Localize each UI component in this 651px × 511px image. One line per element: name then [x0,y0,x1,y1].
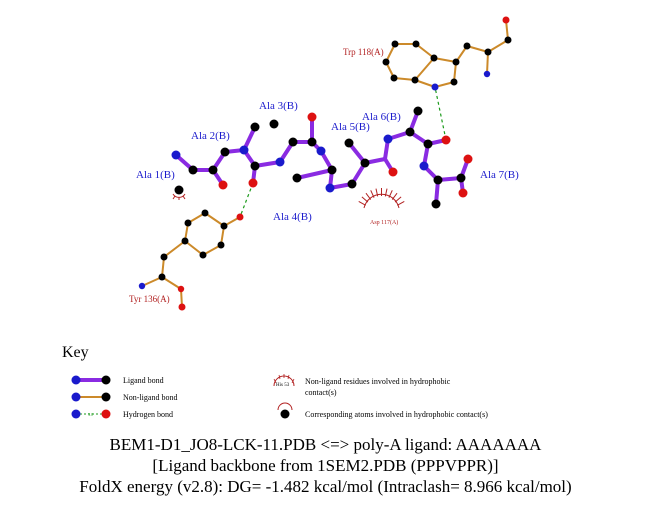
key-hydrogen-bond: Hydrogen bond [123,410,173,419]
ligand-residue-label: Ala 4(B) [273,211,312,223]
key-nonligand-bond: Non-ligand bond [123,393,177,402]
protein-residue-label: Trp 118(A) [343,47,384,57]
hydrophobic-spoke [394,196,402,203]
hydrophobic-spoke [384,188,388,197]
key-ligand-bond: Ligand bond [123,376,164,385]
hydrophobic-residue-label: Asp 117(A) [370,219,398,226]
caption-line-2: [Ligand backbone from 1SEM2.PDB (PPPVPPR… [152,456,499,475]
hydrophobic-contacts [172,188,405,209]
key-hydrophobic-sample: His 53 [276,383,290,388]
ligand-residue-label: Ala 1(B) [136,169,175,181]
ligand-residue-label: Ala 3(B) [259,100,298,112]
key: Key Ligand bond Non-ligand bond 3.0 Hydr… [62,344,488,419]
hydrophobic-spoke [361,196,369,203]
hydrophobic-spoke [397,201,405,206]
hydrophobic-spoke [388,190,393,198]
protein-residue-label: Tyr 136(A) [129,294,170,304]
caption-line-3: FoldX energy (v2.8): DG= -1.482 kcal/mol… [79,477,572,496]
key-hydrophobic-residues-line2: contact(s) [305,388,337,397]
ligand-residue-label: Ala 2(B) [191,130,230,142]
ligand-residue-label: Ala 5(B) [331,121,370,133]
key-hbond-distance: 3.0 [88,412,93,417]
key-hydrophobic-residues: Non-ligand residues involved in hydropho… [305,377,451,386]
hydrogen-bonds [239,86,447,218]
ligand-residue-label: Ala 6(B) [362,111,401,123]
caption-line-1: BEM1-D1_JO8-LCK-11.PDB <=> poly-A ligand… [109,435,542,454]
key-hydrophobic-atoms: Corresponding atoms involved in hydropho… [305,410,488,419]
key-title: Key [62,344,89,361]
hydrophobic-spoke [375,188,379,197]
atoms [138,16,512,311]
ligand-residue-label: Ala 7(B) [480,169,519,181]
hydrophobic-spoke [358,201,366,206]
hydrophobic-spoke [365,192,372,200]
hydrophobic-spoke [391,192,398,200]
ligand-bonds [174,109,470,206]
hydrophobic-spoke [370,190,375,198]
